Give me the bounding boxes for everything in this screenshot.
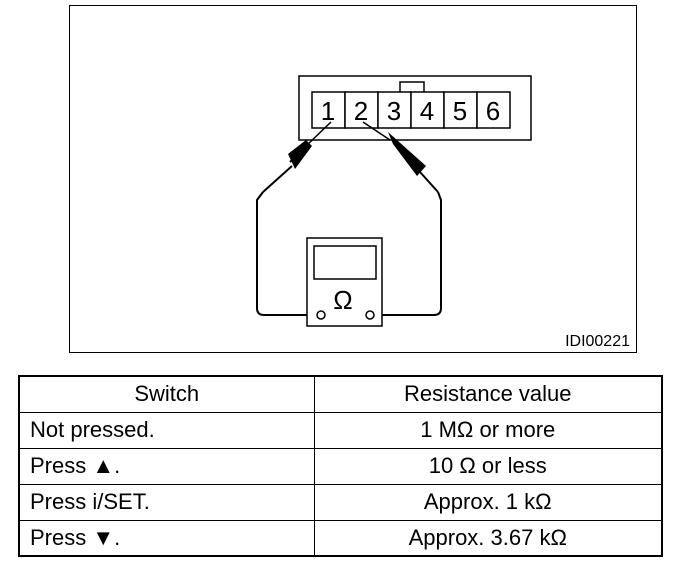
table-row: Press i/SET. Approx. 1 kΩ (18, 483, 663, 521)
right-probe (362, 121, 439, 193)
down-triangle-icon: ▼ (92, 524, 115, 550)
connector-pins: 1 2 3 4 5 6 (311, 91, 511, 129)
resistance-cell: 1 MΩ or more (313, 411, 663, 449)
figure-id-label: IDI00221 (565, 333, 630, 350)
left-probe (262, 121, 332, 193)
resistance-cell: 10 Ω or less (313, 447, 663, 485)
meter-terminal-right (365, 310, 375, 320)
switch-suffix: . (114, 524, 121, 550)
meter-display (313, 245, 377, 280)
left-lead-wire (256, 191, 317, 316)
table-row: Not pressed. 1 MΩ or more (18, 411, 663, 449)
pin-cell-5 (443, 91, 478, 129)
meter-terminal-left (316, 310, 326, 320)
switch-text: Press (30, 524, 93, 550)
resistance-table: Switch Resistance value Not pressed. 1 M… (18, 375, 663, 557)
pin-label-4: 4 (420, 96, 434, 126)
header-switch: Switch (18, 375, 315, 413)
pin-label-3: 3 (387, 96, 401, 126)
pin-label-6: 6 (486, 96, 500, 126)
pin-cell-2 (344, 91, 379, 129)
pin-cell-6 (476, 91, 511, 129)
switch-cell: Press ▼. (18, 519, 315, 557)
resistance-cell: Approx. 1 kΩ (313, 483, 663, 521)
switch-text: Press i/SET. (30, 489, 150, 514)
ohmmeter: Ω (306, 237, 383, 327)
table-row: Press ▼. Approx. 3.67 kΩ (18, 519, 663, 557)
resistance-cell: Approx. 3.67 kΩ (313, 519, 663, 557)
pin-cell-4 (410, 91, 445, 129)
pin-label-5: 5 (453, 96, 467, 126)
switch-cell: Press ▲. (18, 447, 315, 485)
switch-text: Press (30, 453, 93, 478)
pin-cell-3 (377, 91, 412, 129)
right-lead-wire (375, 191, 442, 316)
table-header-row: Switch Resistance value (18, 375, 663, 413)
diagram-frame: 1 2 3 4 5 6 Ω (69, 5, 637, 353)
switch-suffix: . (114, 453, 121, 478)
up-triangle-icon: ▲ (92, 453, 115, 478)
wiring-diagram: 1 2 3 4 5 6 Ω (256, 75, 630, 350)
header-resistance: Resistance value (313, 375, 663, 413)
ohm-symbol: Ω (333, 285, 352, 315)
pin-label-2: 2 (354, 96, 368, 126)
switch-cell: Press i/SET. (18, 483, 315, 521)
switch-cell: Not pressed. (18, 411, 315, 449)
pin-cell-1 (311, 91, 346, 129)
switch-text: Not pressed. (30, 417, 155, 442)
pin-label-1: 1 (321, 96, 335, 126)
table-row: Press ▲. 10 Ω or less (18, 447, 663, 485)
